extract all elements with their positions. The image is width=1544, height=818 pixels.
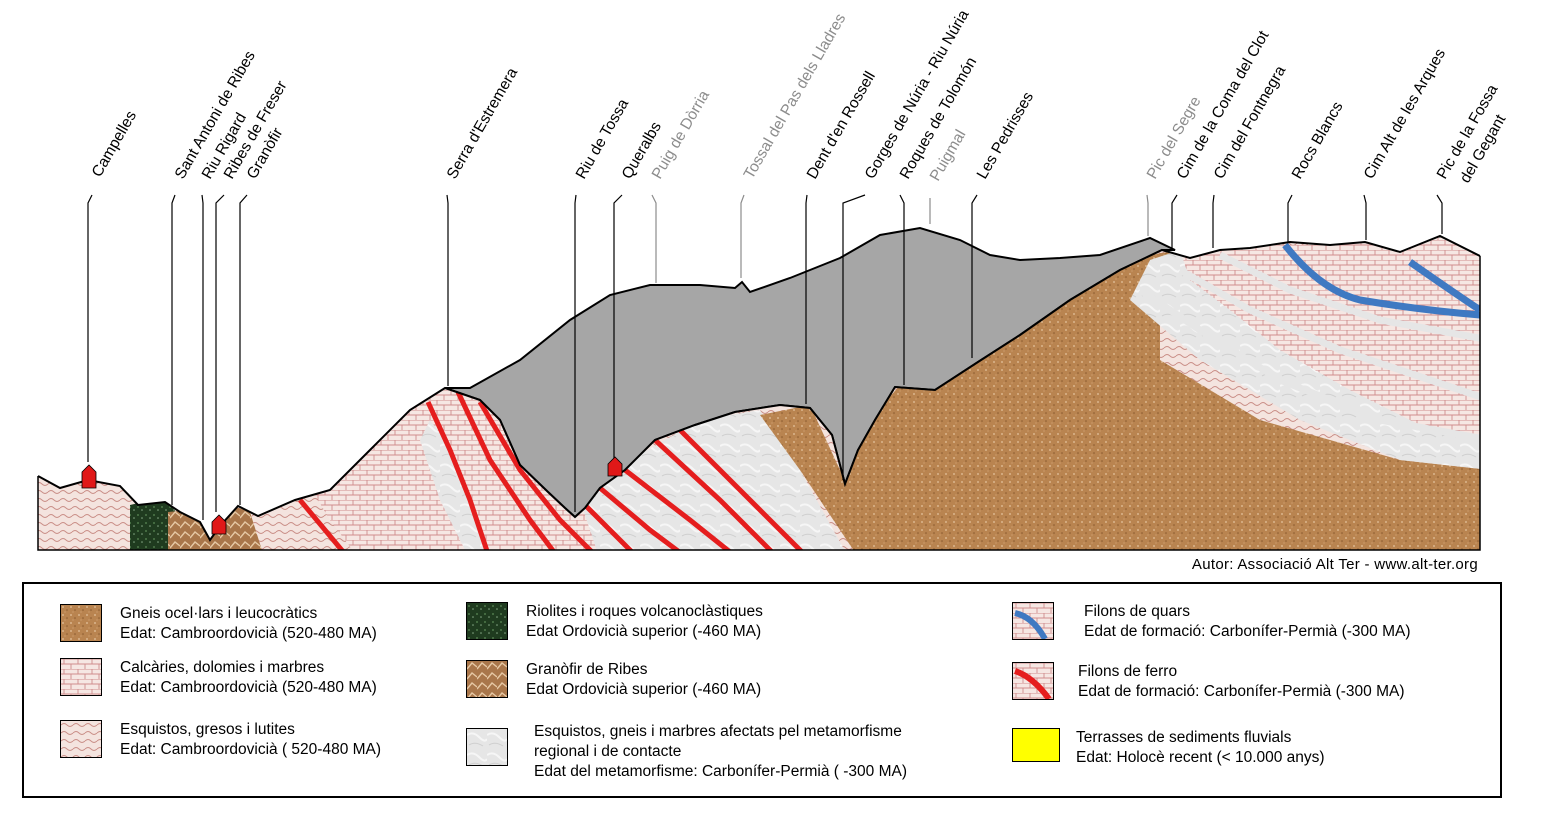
legend-title: Esquistos, gresos i lutites <box>120 721 295 738</box>
legend-age: Edat de formació: Carbonífer-Permià (-30… <box>1078 683 1405 700</box>
leader-line <box>1212 194 1215 248</box>
leader-line <box>1287 194 1293 242</box>
gneiss-unit <box>760 250 1480 550</box>
swatch-ferro <box>1012 662 1054 700</box>
swatch-riolites <box>466 602 508 640</box>
iron-veins <box>298 390 812 550</box>
metamorphic-stripes-east <box>1138 251 1480 444</box>
leader-line <box>446 194 449 386</box>
limestone-unit-east <box>1180 236 1480 440</box>
village-campelles <box>81 464 97 489</box>
peak-label: Cim Alt de les Arques <box>1361 46 1450 182</box>
leader-line <box>805 194 808 404</box>
swatch-calcaries <box>60 658 102 696</box>
metamorphic-unit-center <box>580 410 850 550</box>
legend-title: Filons de ferro <box>1078 663 1178 680</box>
leader-line <box>87 194 93 462</box>
leader-line <box>171 194 176 505</box>
leader-line <box>971 194 978 358</box>
village-queralbs <box>607 456 623 477</box>
swatch-esquistos <box>60 720 102 758</box>
legend-age: Edat del metamorfisme: Carbonífer-Permià… <box>534 763 907 780</box>
leader-line <box>1363 194 1367 240</box>
legend-age: Edat: Cambroordovicià ( 520-480 MA) <box>120 741 382 758</box>
leader-line <box>215 194 225 512</box>
legend-age: Edat: Cambroordovicià (520-480 MA) <box>120 679 377 696</box>
leader-line <box>1171 194 1178 248</box>
leader-line <box>1436 194 1443 234</box>
legend-title: Esquistos, gneis i marbres afectats pel … <box>534 723 902 740</box>
leader-line <box>842 194 866 480</box>
leader-line <box>740 194 745 278</box>
peak-leader-lines <box>87 194 1443 520</box>
swatch-quars <box>1012 602 1054 640</box>
leader-line <box>201 194 204 520</box>
legend-title-line2: regional i de contacte <box>534 743 682 760</box>
legend-title: Calcàries, dolomies i marbres <box>120 659 325 676</box>
legend-title: Gneis ocel·lars i leucocràtics <box>120 605 318 622</box>
swatch-gneis <box>60 604 102 642</box>
legend-age: Edat: Holocè recent (< 10.000 anys) <box>1076 749 1325 766</box>
leader-line <box>574 194 577 512</box>
peak-label: Campelles <box>89 108 140 180</box>
legend-item-metamorfic: Esquistos, gneis i marbres afectats pel … <box>466 722 907 782</box>
legend-age: Edat Ordovicià superior (-460 MA) <box>526 623 762 640</box>
peak-label: Rocs Blancs <box>1289 99 1347 182</box>
section-frame <box>37 256 1481 551</box>
swatch-metamorfic <box>466 728 508 766</box>
legend-title: Granòfir de Ribes <box>526 661 648 678</box>
leader-line <box>651 194 657 283</box>
legend-title: Terrasses de sediments fluvials <box>1076 729 1292 746</box>
front-profile <box>37 234 1481 542</box>
leader-line <box>239 194 248 505</box>
village-markers <box>81 456 623 535</box>
legend-age: Edat: Cambroordovicià (520-480 MA) <box>120 625 377 642</box>
legend-age: Edat de formació: Carbonífer-Permià (-30… <box>1084 623 1411 640</box>
legend-title: Filons de quars <box>1084 603 1190 620</box>
legend-age: Edat Ordovicià superior (-460 MA) <box>526 681 762 698</box>
author-credit: Autor: Associació Alt Ter - www.alt-ter.… <box>1191 556 1478 573</box>
swatch-terrasses <box>1012 728 1060 762</box>
peak-label: Les Pedrisses <box>974 89 1038 182</box>
leader-line <box>899 194 905 385</box>
peak-label: Serra d'Estremera <box>444 65 522 182</box>
swatch-granofir <box>466 660 508 698</box>
village-ribes <box>211 514 227 535</box>
legend-title: Riolites i roques volcanoclàstiques <box>526 603 763 620</box>
leader-line <box>1146 194 1149 236</box>
leader-line <box>613 194 623 458</box>
rhyolite-unit <box>130 498 175 550</box>
metamorphic-band-west <box>420 420 490 550</box>
quartz-vein <box>1282 242 1480 319</box>
